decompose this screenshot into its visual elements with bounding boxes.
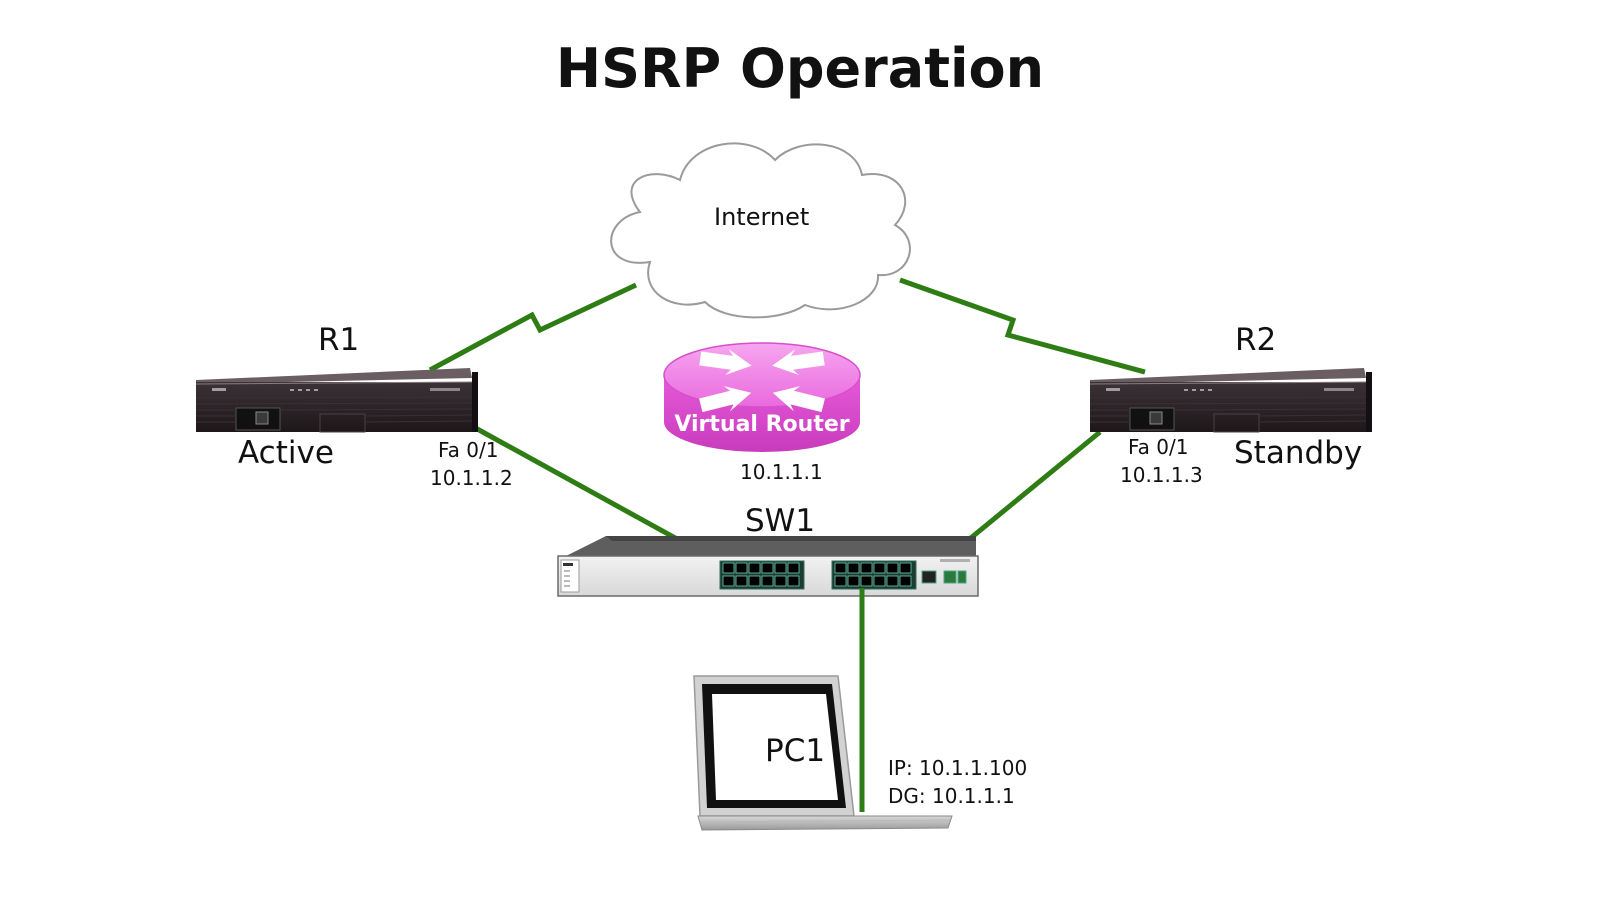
pc1-name-label: PC1 — [765, 733, 826, 769]
sw1-name-label: SW1 — [745, 503, 816, 539]
r2-ip-label: 10.1.1.3 — [1120, 463, 1203, 487]
r2-name-label: R2 — [1235, 322, 1277, 358]
r1-internet-link — [428, 282, 638, 373]
virtual-router-label: Virtual Router — [674, 412, 850, 437]
r2-internet-link — [899, 277, 1146, 375]
r2-router-icon — [1089, 368, 1372, 433]
r1-role-label: Active — [238, 435, 334, 471]
r2-role-label: Standby — [1234, 435, 1363, 471]
cloud-icon — [610, 142, 911, 319]
pc1-ip-label: IP: 10.1.1.100 — [888, 756, 1028, 780]
pc1-laptop-icon — [693, 675, 953, 831]
r1-name-label: R1 — [318, 322, 360, 358]
sw1-switch-icon — [557, 536, 979, 597]
r1-router-icon — [195, 368, 478, 433]
diagram-title: HSRP Operation — [555, 37, 1045, 100]
virtual-router-ip: 10.1.1.1 — [740, 460, 823, 484]
r1-interface-label: Fa 0/1 — [438, 438, 499, 462]
r2-interface-label: Fa 0/1 — [1128, 435, 1189, 459]
pc1-dg-label: DG: 10.1.1.1 — [888, 784, 1015, 808]
r1-ip-label: 10.1.1.2 — [430, 466, 513, 490]
internet-label: Internet — [714, 203, 810, 231]
virtual-router-icon — [663, 342, 861, 452]
